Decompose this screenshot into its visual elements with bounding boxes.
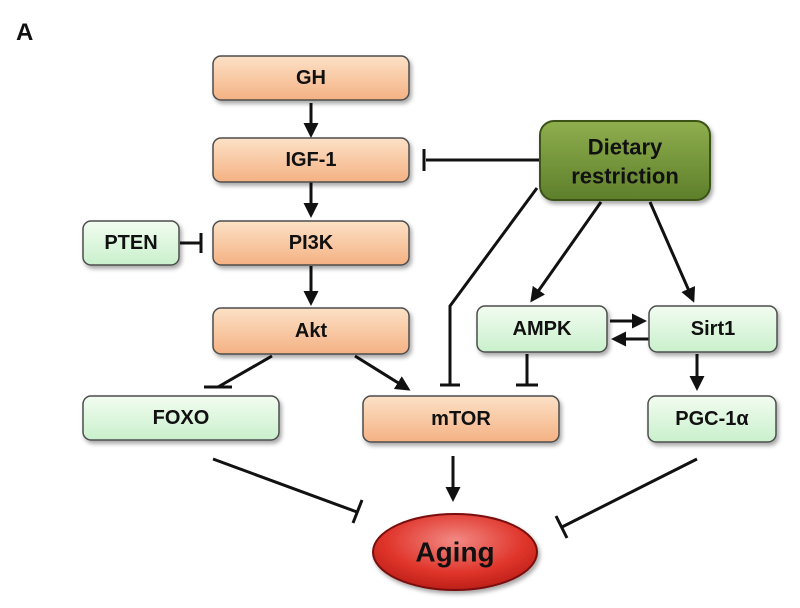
node-mtor: mTOR	[362, 395, 560, 443]
node-igf1-label: IGF-1	[285, 149, 336, 171]
edge-foxo-aging	[212, 457, 364, 524]
node-sirt1-label: Sirt1	[691, 318, 735, 340]
edge-dietary-igf1	[422, 149, 541, 171]
node-gh: GH	[212, 55, 410, 101]
node-pten-label: PTEN	[104, 232, 157, 254]
edge-ampk-mtor	[516, 354, 538, 387]
node-igf1: IGF-1	[212, 137, 410, 183]
node-pi3k: PI3K	[212, 220, 410, 266]
node-foxo-label: FOXO	[153, 407, 210, 429]
node-aging-label: Aging	[415, 537, 494, 568]
node-akt-label: Akt	[295, 320, 328, 342]
edge-akt-foxo	[204, 354, 273, 389]
edge-dietary-sirt1	[648, 201, 696, 303]
edge-akt-mtor	[354, 354, 411, 391]
node-foxo: FOXO	[82, 395, 280, 441]
edge-dietary-ampk	[530, 201, 603, 303]
node-akt: Akt	[212, 307, 410, 355]
node-dietary-restriction: Dietary restriction	[539, 120, 711, 201]
node-dietary-line2: restriction	[571, 164, 679, 189]
node-pi3k-label: PI3K	[289, 232, 334, 254]
node-pten: PTEN	[82, 220, 180, 266]
node-dietary-line1: Dietary	[588, 135, 663, 160]
edge-pten-pi3k	[180, 233, 203, 253]
panel-label: A	[16, 19, 33, 46]
node-gh-label: GH	[296, 67, 326, 89]
node-aging: Aging	[372, 513, 538, 591]
node-sirt1: Sirt1	[648, 305, 778, 353]
node-pgc1a-label: PGC-1α	[675, 408, 749, 430]
node-ampk: AMPK	[476, 305, 608, 353]
node-mtor-label: mTOR	[431, 408, 491, 430]
node-ampk-label: AMPK	[513, 318, 572, 340]
edges	[180, 103, 705, 539]
edge-pgc1a-aging	[554, 457, 698, 539]
edge-dietary-mtor	[440, 187, 539, 387]
node-pgc1a: PGC-1α	[647, 395, 777, 443]
